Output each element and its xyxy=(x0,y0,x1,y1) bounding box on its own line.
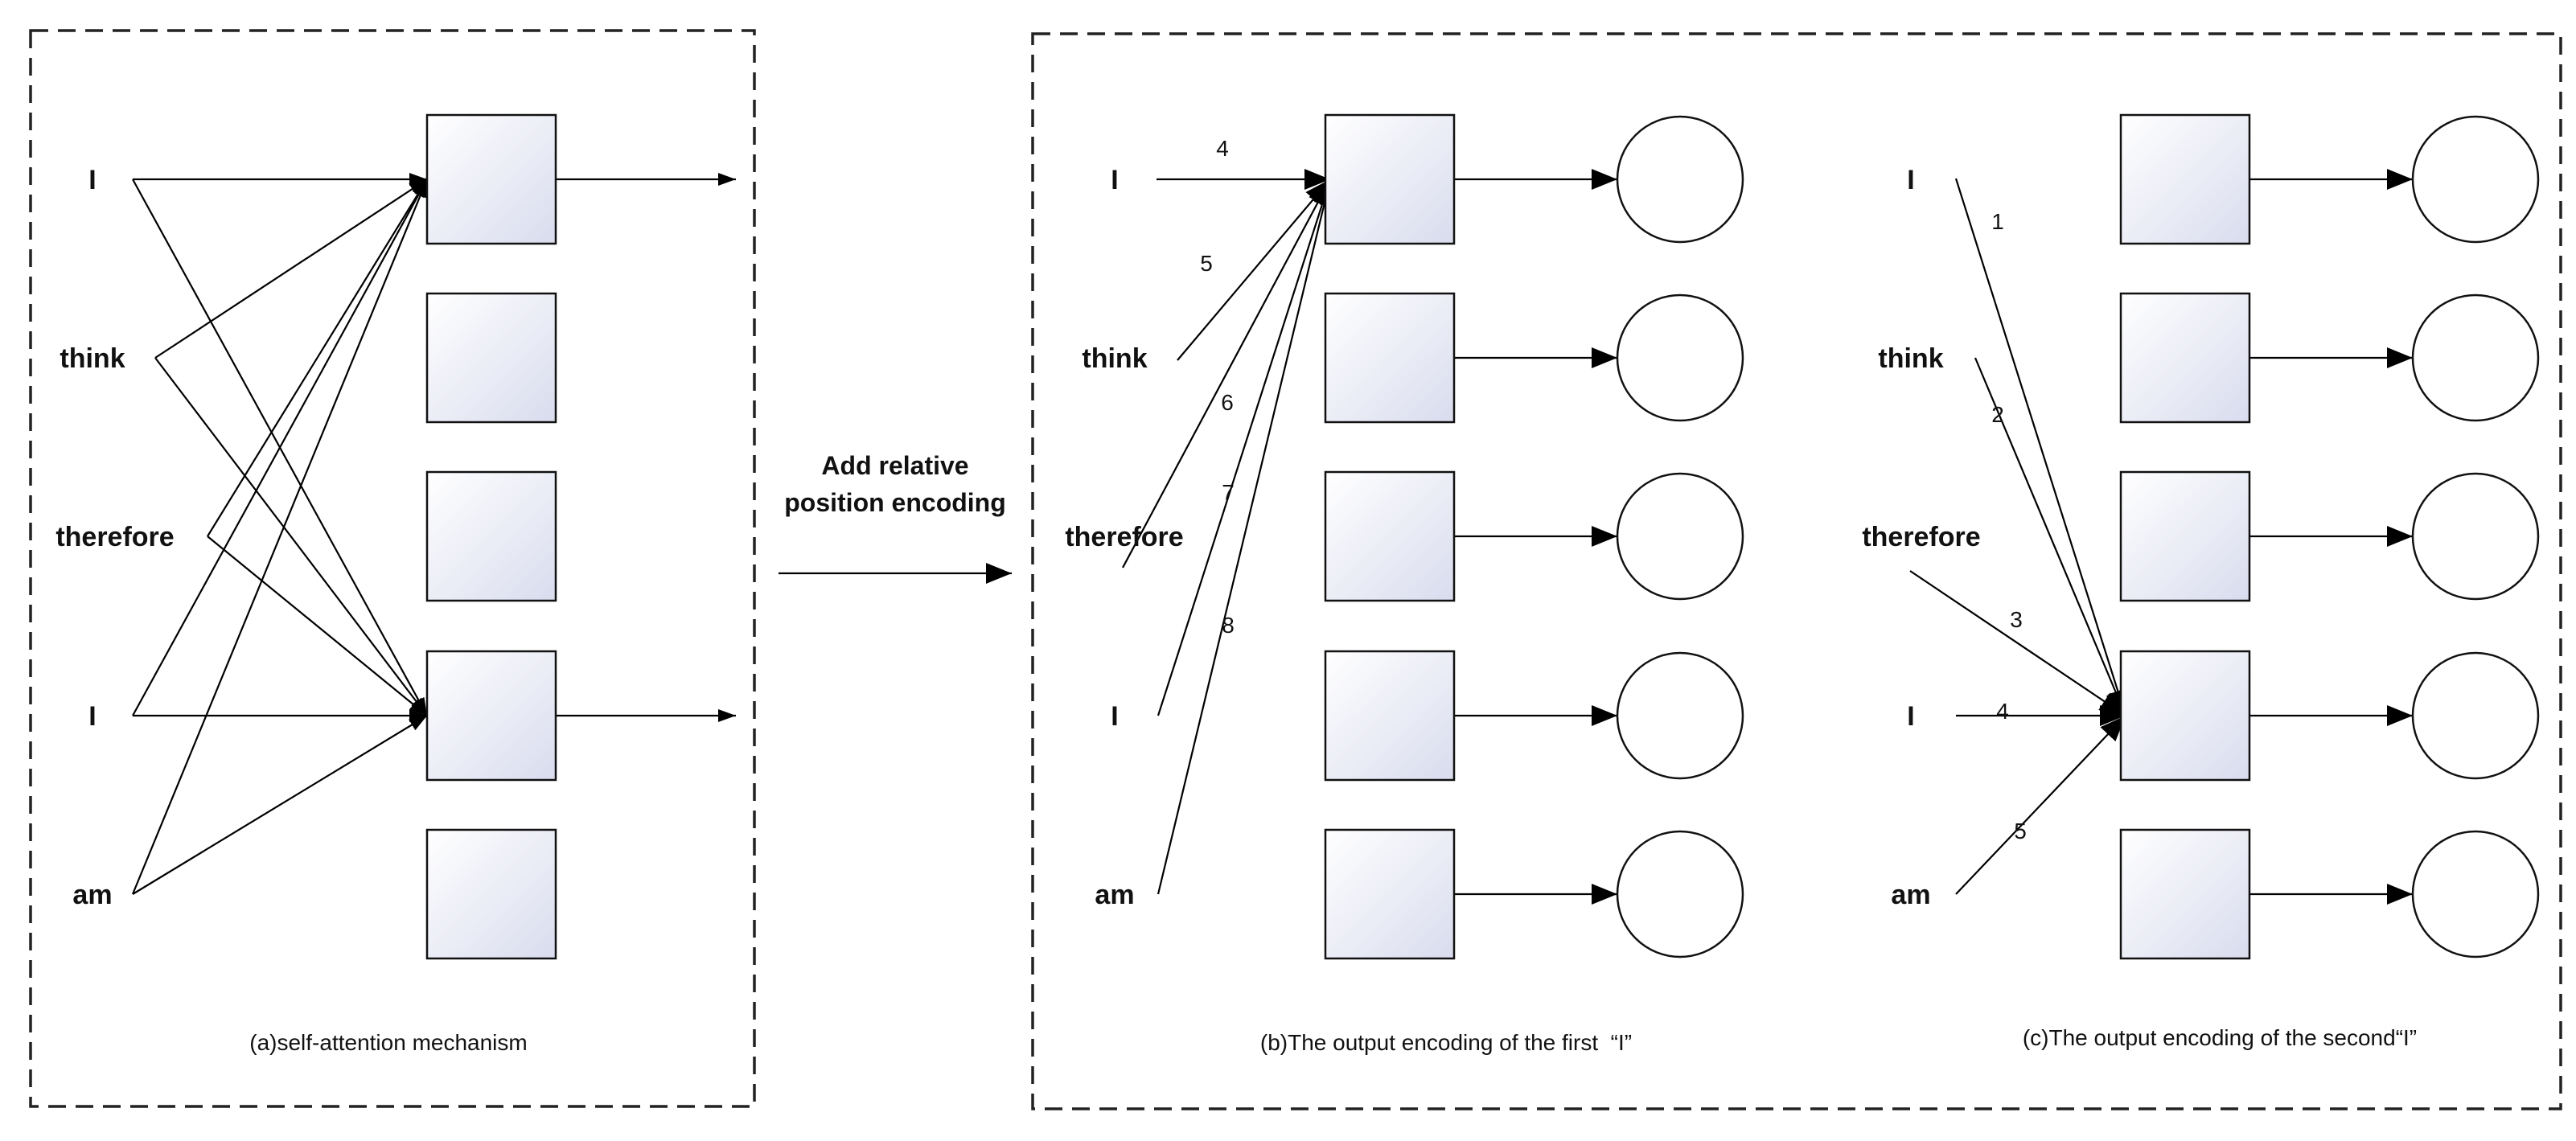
panel-c-edge-0 xyxy=(1954,178,2128,716)
panel-a-word-0: I xyxy=(88,165,96,195)
panel-a-edge-therefore-2-to-first-I xyxy=(207,179,428,537)
encoder-nodes xyxy=(425,113,2540,960)
attention-edges xyxy=(131,169,2413,905)
panel-b-word-1: think xyxy=(1082,343,1147,374)
panel-a-word-4: am xyxy=(72,880,112,910)
panel-a-edge-think-1-to-second-I xyxy=(154,357,428,716)
panel-a-box-3 xyxy=(425,650,557,782)
panel-c-edge-1 xyxy=(1974,357,2127,716)
panel-a-box-0 xyxy=(425,113,557,245)
panel-a-word-3: I xyxy=(88,701,96,732)
panel-b-word-3: I xyxy=(1111,701,1118,732)
panel-bc-frame xyxy=(1031,32,2562,1110)
panel-c-output-circle-4 xyxy=(2411,830,2540,958)
panel-b-box-1 xyxy=(1324,292,1456,424)
panel-b-box-0 xyxy=(1324,113,1456,245)
panel-b-word-4: am xyxy=(1095,880,1134,910)
panel-c-box-2 xyxy=(2119,470,2251,602)
panel-c-edge-4 xyxy=(1955,715,2126,895)
panel-a-word-1: think xyxy=(60,343,125,374)
panel-a-edge-am-4-to-first-I xyxy=(131,179,429,895)
panel-b-weight-2: 6 xyxy=(1221,390,1234,415)
panel-c-word-1: think xyxy=(1878,343,1943,374)
panel-a-frame xyxy=(29,29,756,1108)
panel-c-weight-3: 4 xyxy=(1996,699,2009,724)
panel-a-box-2 xyxy=(425,470,557,602)
panel-a-edge-I-0-to-second-I xyxy=(132,179,428,716)
panel-b-weight-4: 8 xyxy=(1222,613,1235,638)
panel-c-word-3: I xyxy=(1907,701,1914,732)
panel-c-word-0: I xyxy=(1907,165,1914,195)
panel-c-weight-2: 3 xyxy=(2010,607,2023,632)
input-words: IthinkthereforeIamIthinkthereforeIamIthi… xyxy=(55,165,1980,910)
panel-c-output-circle-3 xyxy=(2411,651,2540,780)
panel-c-weight-4: 5 xyxy=(2014,819,2027,843)
panel-b-box-3 xyxy=(1324,650,1456,782)
panel-a-box-1 xyxy=(425,292,557,424)
panel-b-output-circle-1 xyxy=(1616,293,1744,422)
panel-c-box-1 xyxy=(2119,292,2251,424)
panel-c-caption: (c)The output encoding of the second“I” xyxy=(2023,1025,2417,1050)
panel-b-weight-3: 7 xyxy=(1222,480,1235,505)
panel-a-edge-therefore-2-to-second-I xyxy=(207,536,428,716)
panel-c-word-2: therefore xyxy=(1862,522,1980,552)
panel-a-box-4 xyxy=(425,828,557,960)
panel-b-word-0: I xyxy=(1111,165,1118,195)
panel-b-output-circle-4 xyxy=(1616,830,1744,958)
panel-c-word-4: am xyxy=(1891,880,1930,910)
panel-b-edge-1 xyxy=(1177,179,1331,361)
transform-label-line1: Add relative xyxy=(821,451,968,480)
panel-a-caption: (a)self-attention mechanism xyxy=(249,1030,527,1055)
panel-c-box-0 xyxy=(2119,113,2251,245)
transform-label-line2: position encoding xyxy=(784,488,1006,517)
panel-b-edge-4 xyxy=(1157,179,1335,895)
panel-b-output-circle-3 xyxy=(1616,651,1744,780)
panel-b-output-circle-2 xyxy=(1616,472,1744,601)
position-weights: 4 5 6 7 8 1 2 3 4 5 xyxy=(1200,136,2027,843)
panel-a-edge-think-1-to-first-I xyxy=(154,179,428,359)
panel-c-box-3 xyxy=(2119,650,2251,782)
panel-c-output-circle-0 xyxy=(2411,115,2540,244)
panel-c-weight-1: 2 xyxy=(1991,402,2004,427)
panel-b-edge-3 xyxy=(1157,179,1333,716)
panel-b-box-4 xyxy=(1324,828,1456,960)
panel-a-edge-am-4-to-second-I xyxy=(132,715,428,895)
panel-c-output-circle-2 xyxy=(2411,472,2540,601)
panel-c-output-circle-1 xyxy=(2411,293,2540,422)
panel-c-weight-0: 1 xyxy=(1991,209,2004,234)
panel-c-edge-2 xyxy=(1909,570,2126,716)
panel-b-caption: (b)The output encoding of the first “I” xyxy=(1260,1030,1632,1055)
panel-b-edge-2 xyxy=(1122,179,1331,568)
panel-a-word-2: therefore xyxy=(55,522,174,552)
panel-b-word-2: therefore xyxy=(1065,522,1183,552)
panel-b-weight-0: 4 xyxy=(1216,136,1229,161)
panel-b-box-2 xyxy=(1324,470,1456,602)
panel-b-weight-1: 5 xyxy=(1200,251,1213,276)
panel-c-box-4 xyxy=(2119,828,2251,960)
panel-b-output-circle-0 xyxy=(1616,115,1744,244)
